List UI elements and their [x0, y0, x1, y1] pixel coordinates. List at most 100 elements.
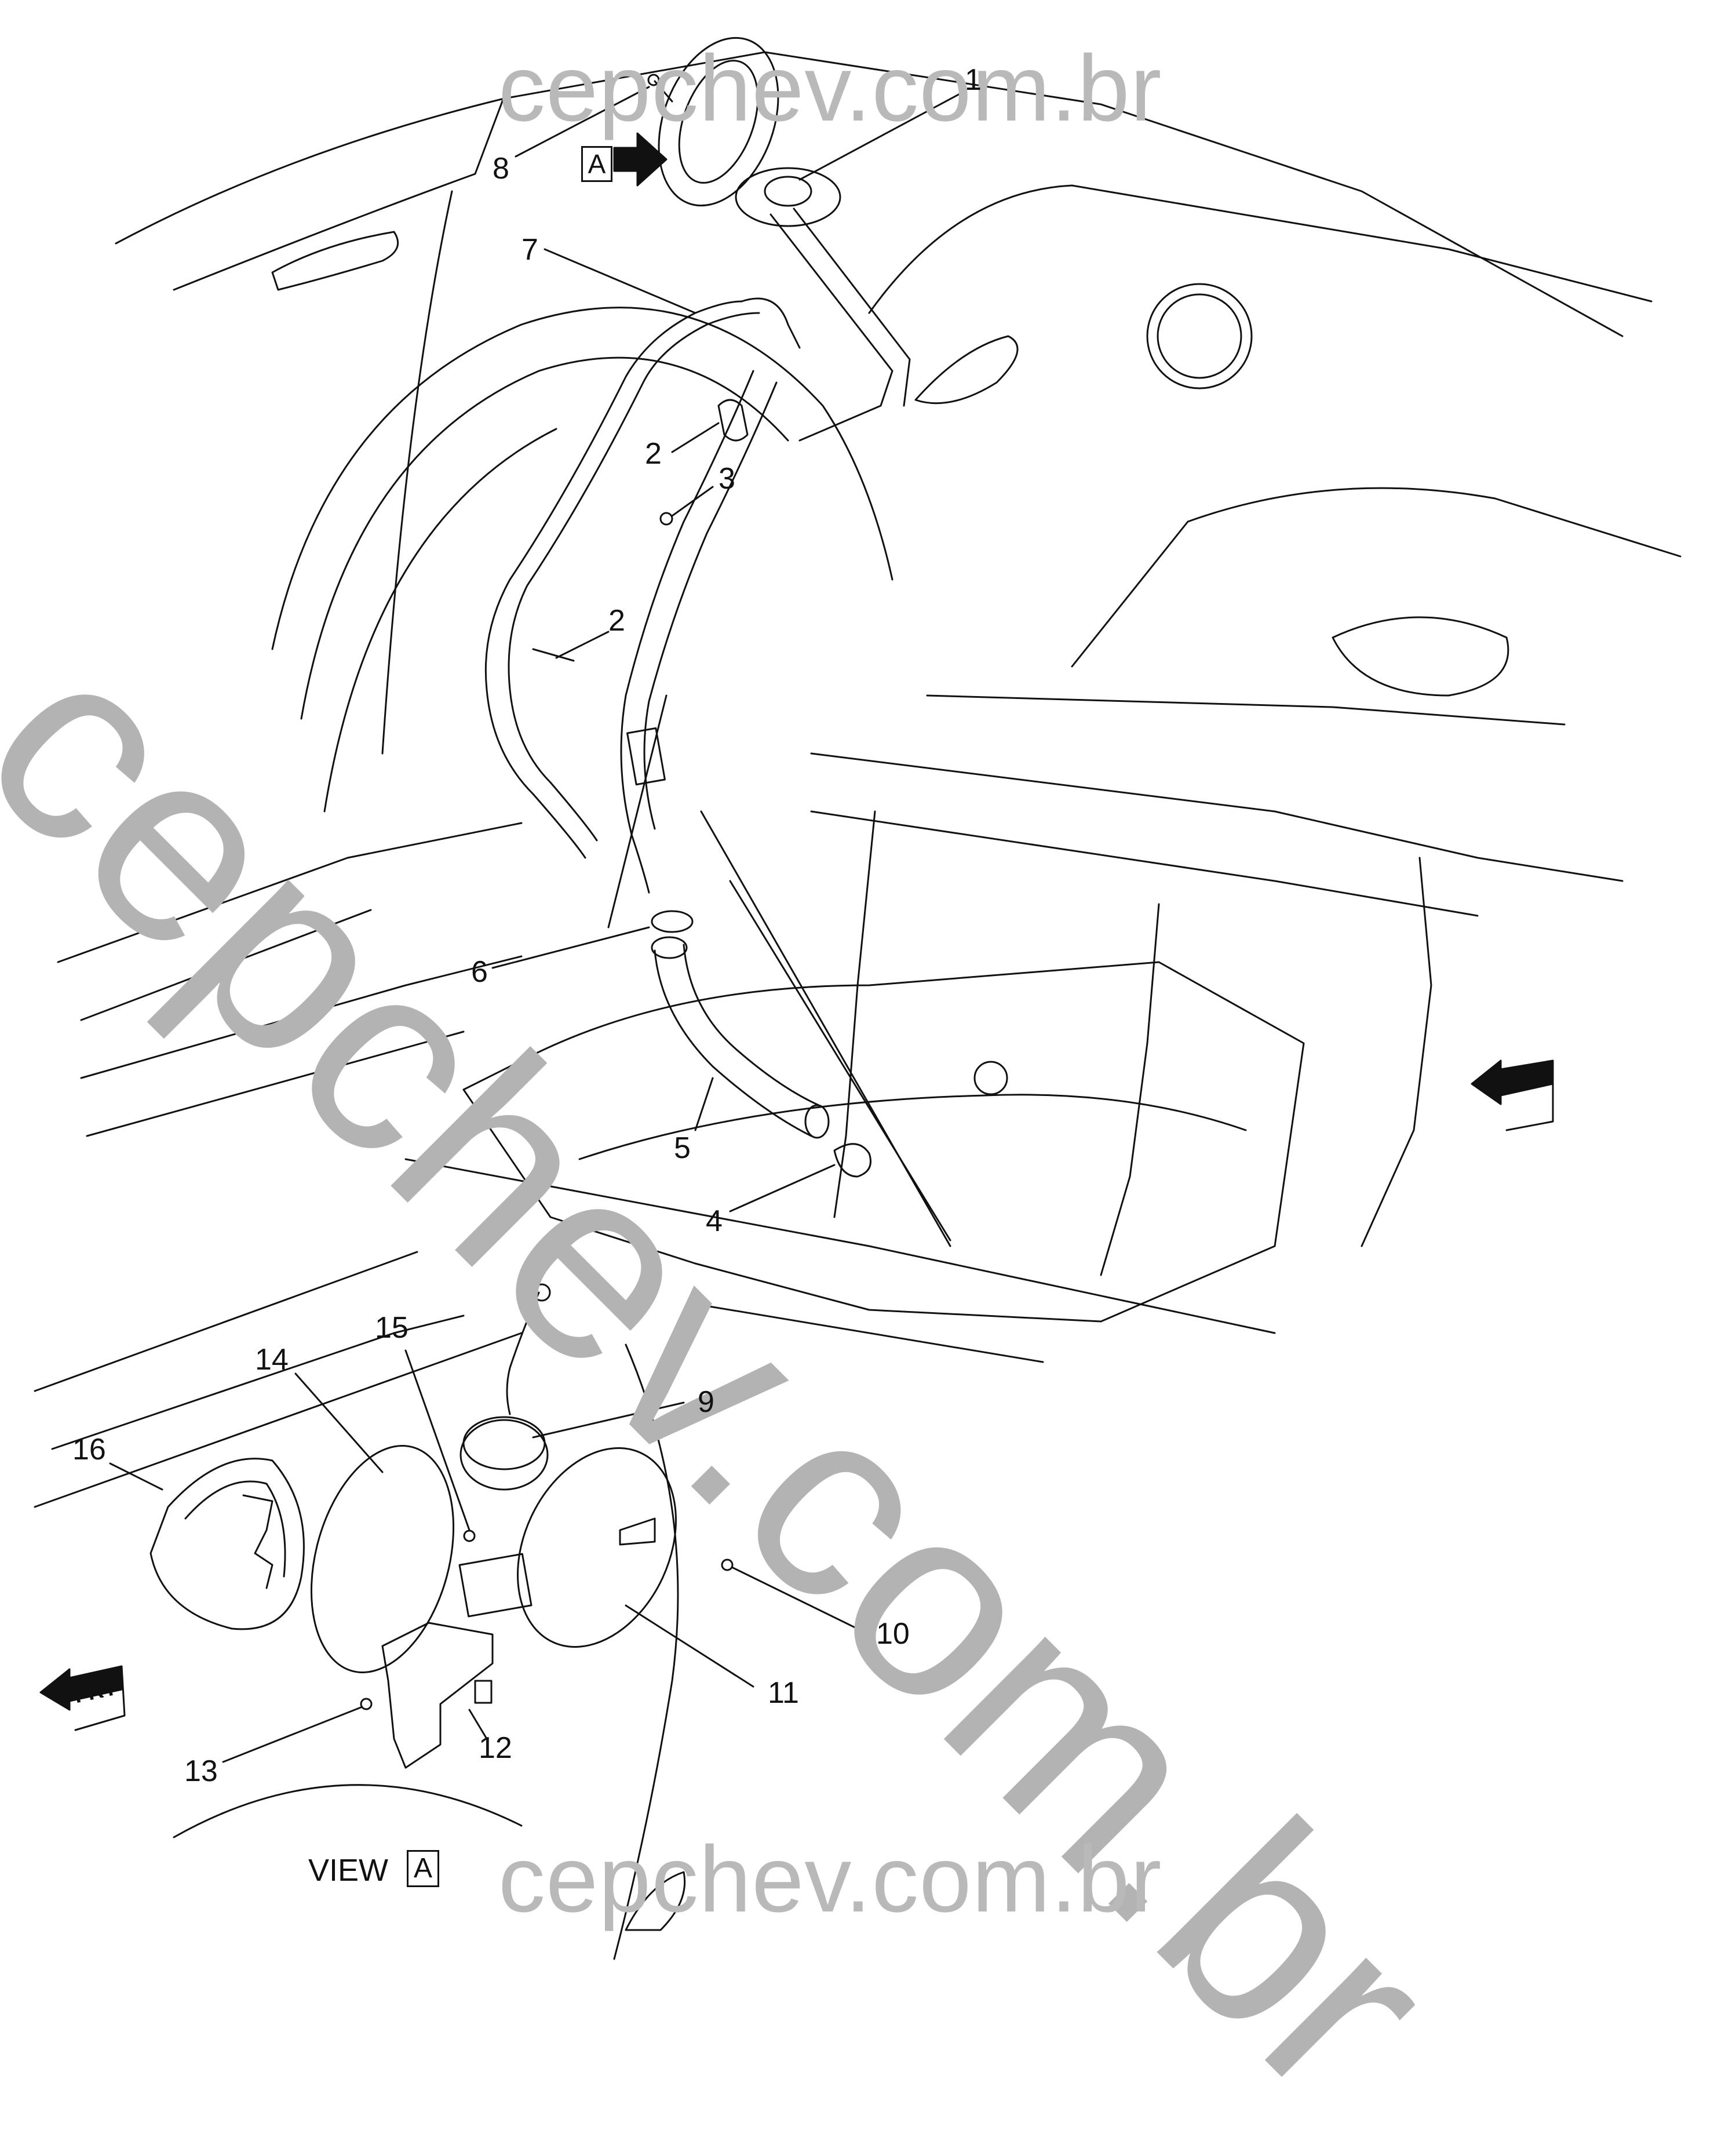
fuel-cap-9: [459, 1419, 549, 1491]
filler-pipe-right: [793, 207, 911, 407]
fuel-system-line-drawing: [34, 37, 1682, 1960]
spare-well: [1332, 616, 1509, 697]
grommet-2-lower: [532, 648, 575, 662]
frt-arrow-left-tail: [68, 1665, 126, 1731]
body-panel-outline: [115, 51, 1624, 337]
callout-15: 15: [375, 1311, 409, 1345]
grommet-2-upper: [717, 399, 749, 442]
fill-hose-end: [651, 936, 688, 959]
view-label: VIEW: [308, 1853, 389, 1888]
frt-arrow-right-tail: [1500, 1059, 1554, 1131]
leader-5: [694, 1077, 714, 1131]
actuator-12-box: [458, 1553, 533, 1618]
leader-13: [222, 1706, 363, 1763]
callout-3: 3: [719, 462, 735, 496]
actuator-12-plug: [474, 1680, 493, 1704]
vent-hose-inner: [508, 312, 760, 842]
view-a-body-line-3: [34, 1332, 523, 1508]
fill-pipe-coupler: [626, 727, 666, 786]
wheelhouse-inner: [300, 356, 789, 720]
fill-pipe-main-2: [643, 381, 778, 830]
leader-1: [798, 92, 963, 181]
leader-2b: [555, 631, 610, 659]
watermark-top: cepchev.com.br: [498, 36, 1162, 141]
fuel-pump-module: [973, 1061, 1008, 1095]
leader-16: [109, 1462, 163, 1491]
clamp-4: [833, 1143, 871, 1178]
view-a-body-line-1: [34, 1251, 418, 1392]
leader-15: [404, 1349, 471, 1531]
quarter-upper: [868, 184, 1653, 314]
clip-15: [463, 1530, 476, 1542]
vent-hose-upper: [741, 297, 801, 349]
callout-4: 4: [706, 1204, 723, 1238]
screw-13: [360, 1698, 373, 1710]
view-indicator-box: A: [581, 146, 612, 182]
leader-14: [294, 1372, 384, 1473]
fuel-door-pocket-16: [149, 1458, 305, 1630]
view-a-arrow: [613, 132, 668, 187]
filler-neck-opening: [764, 176, 812, 207]
floor-left-2: [86, 1031, 465, 1137]
callout-7: 7: [521, 233, 538, 267]
fuel-door-housing-inner: [678, 60, 759, 184]
callout-8: 8: [493, 152, 509, 185]
rear-crossmember: [810, 752, 1624, 882]
body-hole: [1146, 283, 1253, 389]
tether-ring: [533, 1283, 551, 1302]
callout-9: 9: [698, 1385, 714, 1419]
callout-2a: 2: [645, 437, 662, 471]
leader-9: [532, 1401, 685, 1439]
vent-hose: [484, 300, 743, 859]
view-a-lower-curve: [173, 1784, 523, 1838]
parts-diagram: cepchev.com.br cepchev.com.br cepchev.co…: [0, 36, 1682, 2152]
fuel-tank-strap-1: [833, 810, 876, 1218]
rear-quarter-curve: [381, 190, 453, 755]
under-floor-lines: [404, 1158, 1276, 1334]
screw-8-head: [647, 74, 660, 86]
callout-2b: 2: [608, 604, 625, 638]
leader-8: [515, 86, 650, 158]
clamp-6: [651, 910, 694, 933]
leader-10: [732, 1567, 870, 1636]
rear-floor-panel: [1071, 487, 1682, 668]
screw-8: [654, 80, 673, 103]
sill-left: [57, 822, 523, 963]
fuel-tank-strap-2: [1100, 903, 1160, 1276]
view-a-lamp: [625, 1871, 686, 1931]
rear-crossmember-2: [810, 810, 1479, 917]
fuel-door-housing: [658, 37, 779, 207]
leader-2a: [671, 422, 720, 453]
tail-lamp-pocket: [914, 335, 1019, 405]
rear-rail-left: [607, 694, 668, 928]
body-panel-outline-2: [173, 80, 511, 291]
callout-16: 16: [72, 1433, 106, 1466]
wheelhouse-outer: [271, 307, 893, 650]
pocket-16-tab: [242, 1494, 273, 1589]
leader-12: [468, 1709, 488, 1740]
fuel-door-11: [517, 1447, 677, 1648]
fill-pipe-main: [620, 370, 754, 894]
view-a-body-line-2: [51, 1314, 465, 1450]
body-hole-inner: [1157, 293, 1242, 379]
view-letter-box: A: [407, 1850, 439, 1887]
actuator-12: [381, 1622, 494, 1769]
seal-14: [310, 1445, 455, 1673]
nut-3: [659, 512, 673, 526]
leader-11: [625, 1604, 754, 1688]
fuel-cap-tether: [506, 1291, 540, 1415]
sill-left-2: [80, 909, 372, 1021]
fuel-tank-outline: [462, 961, 1305, 1323]
view-a-quarter-curve: [613, 1343, 679, 1960]
fuel-cap-9-ridge: [462, 1416, 546, 1470]
leader-7: [544, 248, 696, 314]
floor-left: [80, 955, 523, 1079]
callout-12: 12: [479, 1731, 512, 1765]
fuel-door-pocket-16-inner: [184, 1480, 286, 1578]
leader-3: [671, 486, 714, 517]
tank-ridge: [578, 1094, 1247, 1160]
door-handle-recess: [271, 231, 399, 291]
callout-1: 1: [965, 63, 982, 97]
leader-4: [729, 1164, 836, 1212]
callout-6: 6: [471, 955, 488, 989]
